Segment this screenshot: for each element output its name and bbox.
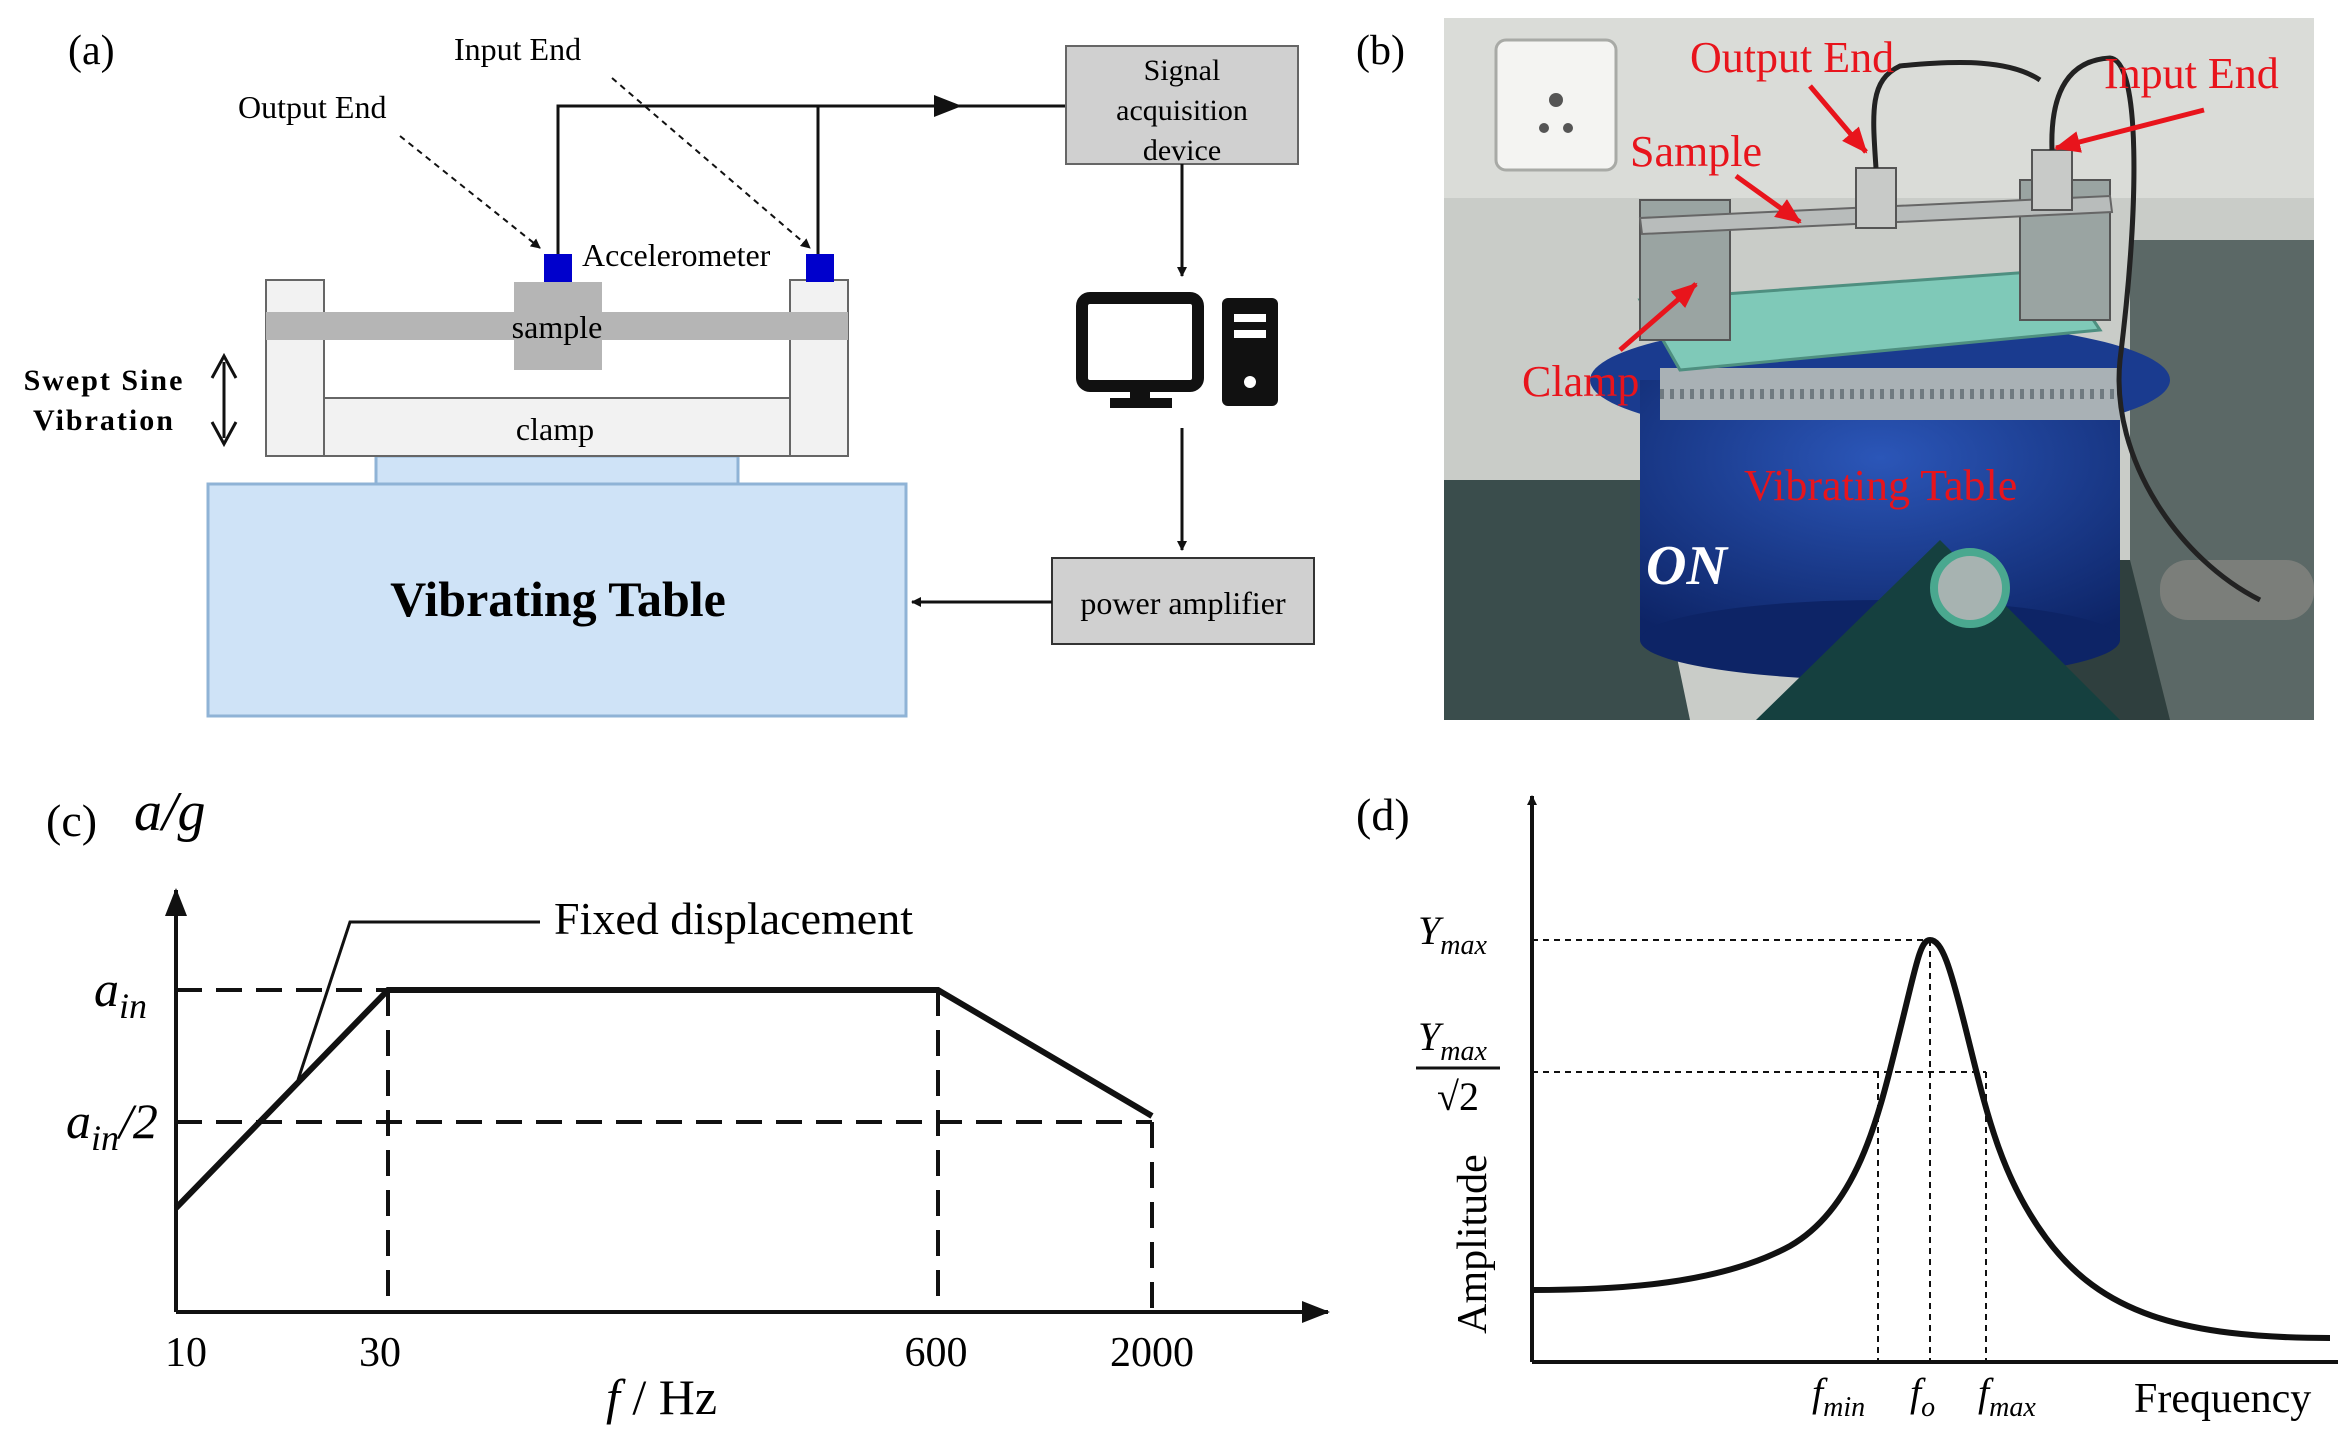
vibrating-table-block: [206, 482, 908, 718]
swept-sine-line1: Swept Sine: [24, 364, 185, 397]
panel-c: (c) a/g Fixed displacement ain ain/2 10 …: [46, 781, 1330, 1425]
photo-clamp-label: Clamp: [1522, 357, 1639, 406]
input-end-label: Input End: [454, 31, 581, 67]
output-end-pointer: [399, 135, 541, 249]
f-max-label: fmax: [1978, 1370, 2036, 1423]
signal-wire: [556, 95, 962, 254]
accelerometer-label: Accelerometer: [582, 237, 771, 273]
panel-b-label: (b): [1356, 28, 1405, 74]
table-top-plate: [374, 454, 740, 486]
panel-a-label: (a): [68, 28, 115, 74]
sqrt2-denominator: √2: [1437, 1074, 1479, 1119]
signal-line2: acquisition: [1116, 94, 1248, 127]
accelerometer-output: [544, 254, 572, 282]
f-o-label: fo: [1910, 1370, 1935, 1423]
power-amplifier-label: power amplifier: [1080, 585, 1286, 621]
panel-d: (d) Ymax Ymax √2 Amplitude fmin fo fmax: [1356, 789, 2338, 1423]
fixed-displacement-label: Fixed displacement: [554, 893, 913, 944]
panel-d-label: (d): [1356, 789, 1410, 840]
x-tick-30: 30: [359, 1330, 401, 1376]
output-end-label: Output End: [238, 89, 386, 125]
signal-line3: device: [1143, 134, 1221, 167]
vibrating-table-label: Vibrating Table: [390, 571, 726, 627]
accelerometer-input: [806, 254, 834, 282]
panel-c-y-axis-label: a/g: [134, 781, 206, 843]
panel-c-x-axis-label: f / Hz: [606, 1369, 717, 1425]
y-tick-a-in: ain: [94, 961, 147, 1026]
panel-b: (b) ON: [1356, 18, 2314, 720]
clamp-left-post: [265, 279, 325, 457]
panel-c-profile-line: [173, 987, 1154, 1211]
sample-label: sample: [512, 309, 603, 345]
computer-icon: [1076, 292, 1278, 408]
y-tick-a-in-half: ain/2: [66, 1093, 158, 1158]
clamp-label: clamp: [516, 411, 594, 447]
swept-arrow-icon: [210, 352, 238, 448]
sample-center-mass: [514, 282, 602, 370]
panel-d-y-axis-label: Amplitude: [1450, 1154, 1496, 1334]
power-amplifier-box: [1051, 557, 1315, 645]
photo-input-end-label: Input End: [2104, 49, 2279, 98]
panel-a: (a) Vibrating Table clamp sample Acceler…: [24, 28, 1315, 718]
x-tick-10: 10: [165, 1330, 207, 1376]
photo-vibrating-table-label: Vibrating Table: [1744, 461, 2017, 510]
logo-fragment: ON: [1646, 535, 1729, 597]
signal-line1: Signal: [1144, 54, 1221, 87]
photo-vibration-rig: ON: [1444, 18, 2314, 720]
photo-output-end-label: Output End: [1690, 33, 1894, 82]
clamp-right-post: [789, 279, 849, 457]
swept-sine-line2: Vibration: [33, 404, 175, 437]
x-tick-2000: 2000: [1110, 1330, 1194, 1376]
input-end-pointer: [611, 77, 811, 249]
y-max-over-sqrt2-numerator: Ymax: [1418, 1014, 1487, 1067]
fixed-displacement-leader: [296, 920, 540, 1081]
y-max-label: Ymax: [1418, 908, 1487, 961]
x-tick-600: 600: [905, 1330, 968, 1376]
clamp-base: [323, 397, 791, 457]
panel-d-x-axis-label: Frequency: [2134, 1376, 2311, 1422]
photo-sample-label: Sample: [1630, 127, 1762, 176]
f-min-label: fmin: [1812, 1370, 1865, 1423]
panel-c-label: (c): [46, 795, 97, 846]
